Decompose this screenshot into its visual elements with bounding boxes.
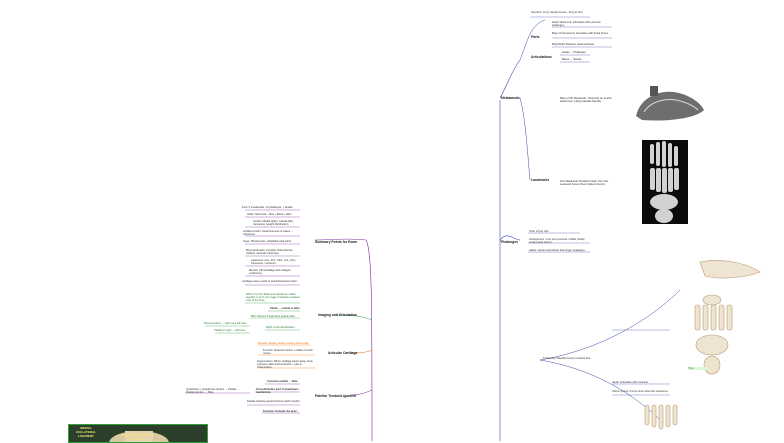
landmarks-label[interactable]: Landmarks bbox=[531, 178, 549, 182]
imaging-title[interactable]: Imaging and Orientation bbox=[318, 313, 357, 317]
metatarsal-base: Base: Proximal end; articulates with tar… bbox=[552, 32, 612, 35]
connector-trunk bbox=[366, 240, 372, 441]
summary-item-1: Foot: 5 metatarsals, 14 phalanges, 7 tar… bbox=[242, 206, 302, 209]
summary-item-5: Knee: Tibiofemoral + Patellofemoral join… bbox=[243, 240, 303, 243]
parts-label[interactable]: Parts bbox=[531, 35, 539, 39]
cartilage-title[interactable]: Articular Cartilage bbox=[328, 351, 357, 355]
patellar-function: Function: Extends the knee. bbox=[263, 410, 303, 413]
cartilage-degeneration: Degeneration: When cartilage wears away,… bbox=[257, 360, 315, 370]
articulation-heads: Heads → Phalanges bbox=[562, 51, 602, 54]
patellar-connects: Connects patella → tibia. bbox=[267, 380, 303, 383]
imaging-fibula: Fibula → Lateral to tibia bbox=[270, 307, 304, 310]
foot-side-illustration bbox=[700, 260, 760, 278]
summary-item-7: Ligaments: ACL, PCL, MCL, LCL, PLC, tran… bbox=[251, 259, 301, 265]
knee-label-pcl: POSTERIOR CRUCIATE LIGAMENT bbox=[117, 433, 157, 441]
patellar-quad: Quadriceps + Quadriceps tendon → Patella… bbox=[186, 388, 246, 394]
phalanges-title[interactable]: Phalanges bbox=[501, 240, 518, 244]
cartilage-function: Function: Reduces friction, enables smoo… bbox=[263, 349, 315, 355]
foot-xray-image bbox=[642, 140, 688, 224]
cartilage-smooth: Smooth, slippery tissue covering bone en… bbox=[258, 342, 314, 345]
navicular-tuberosity-label: Tibia bbox=[688, 367, 708, 370]
foot-bones-illustration bbox=[695, 295, 732, 374]
patellar-patella: Patella: Floating sesamoid bone within t… bbox=[247, 400, 303, 403]
knee-label-mcl: MEDIAL COLLATERAL LIGAMENT bbox=[71, 426, 101, 438]
summary-item-4: Achilles tendon: Gastrocnemius & soleus … bbox=[243, 230, 303, 236]
base-5th-metatarsal: Base of 5th Metatarsal: Tuberosity for t… bbox=[560, 97, 620, 103]
navicular-head: Head: Articulates with navicular. bbox=[612, 381, 670, 384]
phalanges-hallux: Hallux: shorter and thicker than finger … bbox=[529, 249, 591, 252]
knee-ligament-image: MEDIAL COLLATERAL LIGAMENT POSTERIOR CRU… bbox=[68, 424, 208, 443]
phalanges-total: Total: 14 per foot. bbox=[529, 230, 579, 233]
patellar-part: Forms/Includes part of quadriceps mechan… bbox=[256, 388, 304, 394]
phalanges-arrangement: Arrangement: 3 per toe (proximal, middle… bbox=[529, 238, 591, 244]
imaging-rightleft: Right vs left identification bbox=[266, 326, 304, 329]
imaging-patella: Patella on right → left knee bbox=[214, 329, 256, 332]
summary-item-9: Cartilage wear: Leads to painful/reduced… bbox=[242, 280, 302, 283]
metatarsal-body: Body/Shaft: Between head and base. bbox=[552, 43, 612, 46]
patellar-title[interactable]: Patellar Tendon/Ligament bbox=[315, 394, 356, 398]
connector-landmarks bbox=[520, 98, 530, 180]
imaging-fibula-pos: Fibula position → right knee left view bbox=[204, 322, 256, 325]
connector-metatarsals bbox=[500, 60, 520, 98]
summary-item-2: Ankle: Talocrural – tibia + fibula + tal… bbox=[247, 213, 303, 216]
first-metatarsal: First Metatarsal: Broadest head; often h… bbox=[560, 180, 620, 186]
summary-item-6: Bony landmarks: Consider tibial tubercle… bbox=[246, 249, 302, 255]
summary-item-8: Menisci: Fibrocartilage with collagen, c… bbox=[249, 269, 301, 275]
metatarsals-structure: Structure: Long, slender bones - five pe… bbox=[531, 11, 591, 14]
imaging-intro: When front the fibula and patella are vi… bbox=[246, 293, 302, 303]
imaging-mri: MRI: Menisci & ligaments appear dark. bbox=[251, 315, 303, 318]
metatarsals-title[interactable]: Metatarsals bbox=[501, 96, 520, 100]
navicular-inferior: Inferior groove: Forms sinus tarsi with … bbox=[612, 390, 670, 393]
metatarsal-head: Head: Distal end; articulates with proxi… bbox=[552, 21, 612, 27]
summary-title[interactable]: Summary Points for Exam bbox=[315, 240, 357, 244]
foot-bones-illustration-2 bbox=[645, 405, 677, 429]
navicular-tuberosity: Tuberosity: Palpable bump on lateral foo… bbox=[543, 357, 603, 360]
connector-foot bbox=[540, 290, 680, 360]
foot-lateral-diagram bbox=[630, 78, 708, 126]
articulations-label[interactable]: Articulations bbox=[531, 55, 552, 59]
articulation-bases: Bases → Tarsals bbox=[562, 58, 602, 61]
summary-item-3: Arches: Medial (high), Lateral (flat), t… bbox=[253, 220, 303, 226]
connector-parts bbox=[520, 20, 545, 60]
